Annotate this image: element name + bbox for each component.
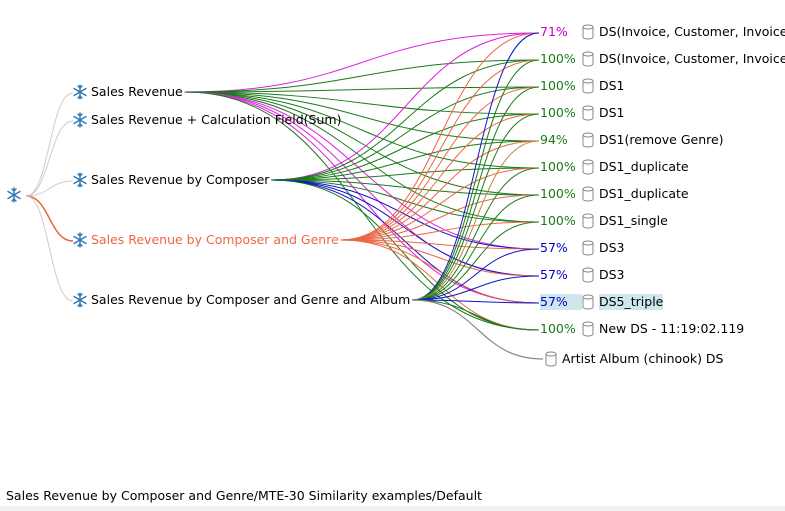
similarity-link — [271, 179, 540, 277]
similarity-link — [271, 140, 540, 181]
tree-link — [25, 120, 74, 197]
similarity-link — [271, 59, 540, 181]
tree-link — [25, 92, 74, 197]
dataset-similarity-percent: 57% — [540, 267, 568, 282]
dataset-similarity-percent: 100% — [540, 105, 576, 120]
dataset-node-label[interactable]: DS1_duplicate — [599, 186, 689, 201]
similarity-link — [271, 179, 540, 250]
tree-link — [25, 180, 74, 197]
report-node-label[interactable]: Sales Revenue — [91, 84, 183, 99]
similarity-link — [412, 113, 540, 301]
tree-link — [25, 195, 74, 302]
similarity-link — [340, 113, 540, 241]
similarity-link — [412, 299, 540, 331]
similarity-link — [184, 91, 540, 115]
dataset-node-label[interactable]: DS(Invoice, Customer, InvoiceLine — [599, 51, 785, 66]
database-cylinder-icon — [582, 51, 594, 67]
dataset-similarity-percent: 100% — [540, 186, 576, 201]
similarity-link — [412, 194, 540, 301]
similarity-link — [412, 59, 540, 301]
similarity-link — [184, 32, 540, 93]
similarity-link — [340, 221, 540, 241]
report-snowflake-icon[interactable] — [72, 292, 88, 308]
similarity-link — [412, 140, 540, 301]
database-cylinder-icon — [582, 105, 594, 121]
report-snowflake-icon[interactable] — [72, 112, 88, 128]
similarity-link — [184, 91, 540, 304]
similarity-link — [184, 91, 540, 223]
dataset-similarity-percent: 100% — [540, 78, 576, 93]
bottom-scrollbar[interactable] — [0, 506, 785, 511]
report-node-label[interactable]: Sales Revenue by Composer — [91, 172, 270, 187]
similarity-link — [271, 113, 540, 181]
dataset-similarity-percent: 57% — [540, 294, 582, 310]
similarity-link — [412, 248, 540, 301]
similarity-link — [184, 91, 540, 250]
similarity-link — [340, 194, 540, 241]
dataset-node-label[interactable]: DS3 — [599, 240, 625, 255]
similarity-link — [184, 59, 540, 93]
dataset-node-label[interactable]: DS(Invoice, Customer, InvoiceLine — [599, 24, 785, 39]
report-snowflake-icon[interactable] — [72, 172, 88, 188]
database-cylinder-icon — [582, 294, 594, 310]
dataset-node-label[interactable]: DS5_triple — [599, 294, 664, 310]
similarity-link — [340, 140, 540, 241]
similarity-link — [412, 86, 540, 301]
similarity-link — [340, 239, 540, 304]
similarity-link — [271, 179, 540, 196]
database-cylinder-icon — [582, 267, 594, 283]
similarity-link — [412, 167, 540, 301]
dataset-node-label[interactable]: Artist Album (chinook) DS — [562, 351, 724, 366]
similarity-link — [340, 167, 540, 241]
tree-link — [25, 195, 74, 242]
similarity-link — [340, 239, 540, 277]
dataset-node-label[interactable]: DS1 — [599, 78, 625, 93]
similarity-link — [412, 275, 540, 301]
report-snowflake-icon[interactable] — [72, 84, 88, 100]
dataset-node-label[interactable]: DS1 — [599, 105, 625, 120]
dataset-similarity-percent: 94% — [540, 132, 568, 147]
similarity-link — [184, 91, 540, 142]
similarity-link — [412, 221, 540, 301]
similarity-link — [412, 299, 540, 304]
dataset-node-label[interactable]: New DS - 11:19:02.119 — [599, 321, 745, 336]
database-cylinder-icon — [582, 159, 594, 175]
report-node-label[interactable]: Sales Revenue by Composer and Genre and … — [91, 292, 411, 307]
dataset-similarity-percent: 71% — [540, 24, 568, 39]
status-bar-path: Sales Revenue by Composer and Genre/MTE-… — [6, 488, 482, 503]
similarity-link — [340, 86, 540, 241]
similarity-link — [184, 86, 540, 93]
similarity-link — [340, 239, 540, 250]
similarity-link — [412, 299, 544, 360]
database-cylinder-icon — [582, 78, 594, 94]
database-cylinder-icon — [582, 240, 594, 256]
dataset-similarity-percent: 100% — [540, 51, 576, 66]
dataset-similarity-percent: 57% — [540, 240, 568, 255]
root-snowflake-icon[interactable] — [6, 187, 22, 203]
dataset-similarity-percent: 100% — [540, 213, 576, 228]
similarity-link — [184, 91, 540, 196]
database-cylinder-icon — [582, 186, 594, 202]
similarity-link — [271, 32, 540, 181]
dataset-node-label[interactable]: DS1_duplicate — [599, 159, 689, 174]
dataset-node-label[interactable]: DS1_single — [599, 213, 668, 228]
database-cylinder-icon — [582, 321, 594, 337]
dataset-similarity-percent: 100% — [540, 159, 576, 174]
report-snowflake-icon[interactable] — [72, 232, 88, 248]
similarity-link — [271, 86, 540, 181]
similarity-link — [412, 32, 540, 301]
report-node-label[interactable]: Sales Revenue + Calculation Field(Sum) — [91, 112, 342, 127]
database-cylinder-icon — [545, 351, 557, 367]
dataset-node-label[interactable]: DS3 — [599, 267, 625, 282]
database-cylinder-icon — [582, 213, 594, 229]
similarity-link — [271, 167, 540, 181]
database-cylinder-icon — [582, 132, 594, 148]
report-node-label[interactable]: Sales Revenue by Composer and Genre — [91, 232, 339, 247]
database-cylinder-icon — [582, 24, 594, 40]
dataset-node-label[interactable]: DS1(remove Genre) — [599, 132, 724, 147]
dataset-similarity-percent: 100% — [540, 321, 576, 336]
similarity-link — [340, 32, 540, 241]
